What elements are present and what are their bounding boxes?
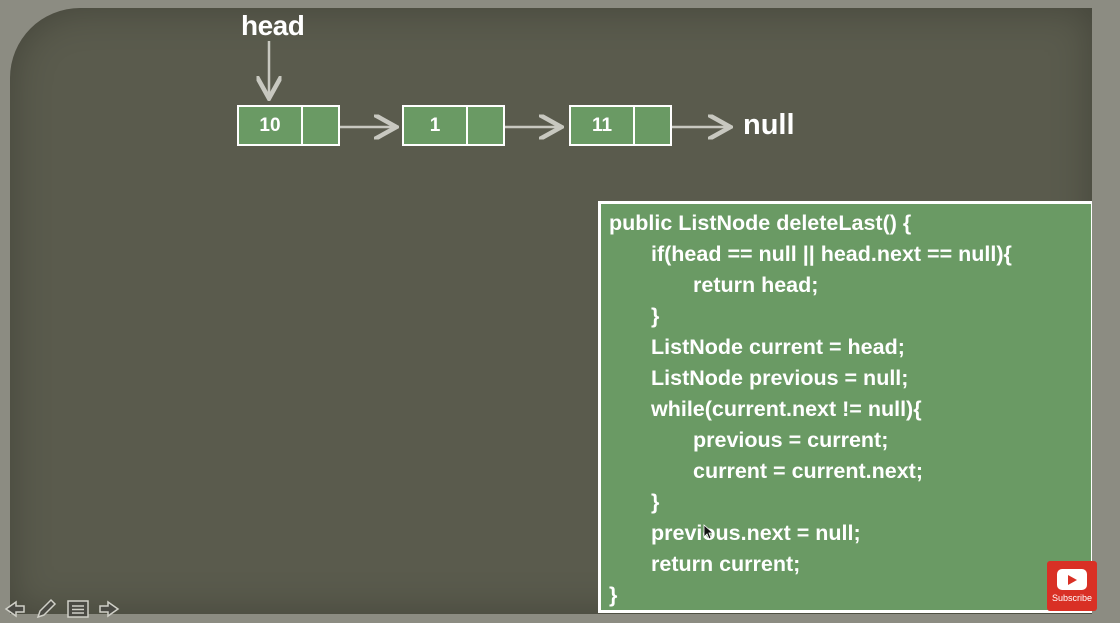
list-node-1: 10 [237,105,340,146]
code-line: current = current.next; [693,459,923,483]
code-line: if(head == null || head.next == null){ [651,242,1012,266]
mouse-cursor-icon [703,524,715,540]
node-next-pointer [468,107,503,144]
node-next-pointer [635,107,670,144]
code-line: while(current.next != null){ [651,397,922,421]
code-line: public ListNode deleteLast() { [609,211,912,235]
pen-icon[interactable] [32,597,60,621]
list-node-3: 11 [569,105,672,146]
slide: head 10 1 11 null public ListNode delete… [10,8,1092,614]
code-line: previous.next = null; [651,521,861,545]
head-label: head [241,10,305,41]
code-line: previous = current; [693,428,889,452]
forward-arrow-icon[interactable] [96,597,124,621]
subscribe-label: Subscribe [1051,593,1093,603]
list-node-2: 1 [402,105,505,146]
code-line: return head; [693,273,819,297]
node-value: 11 [571,107,635,144]
code-line: return current; [651,552,801,576]
code-box: public ListNode deleteLast() { if(head =… [598,201,1092,613]
code-line: } [609,583,618,607]
youtube-play-icon [1057,569,1087,590]
node-value: 10 [239,107,303,144]
node-next-pointer [303,107,338,144]
code-line: } [651,304,660,328]
menu-icon[interactable] [64,597,92,621]
code-line: ListNode current = head; [651,335,905,359]
back-arrow-icon[interactable] [0,597,28,621]
slideshow-toolbar [0,596,124,622]
null-label: null [743,109,795,141]
code-line: ListNode previous = null; [651,366,909,390]
code-line: } [651,490,660,514]
subscribe-button[interactable]: Subscribe [1047,561,1097,611]
node-value: 1 [404,107,468,144]
